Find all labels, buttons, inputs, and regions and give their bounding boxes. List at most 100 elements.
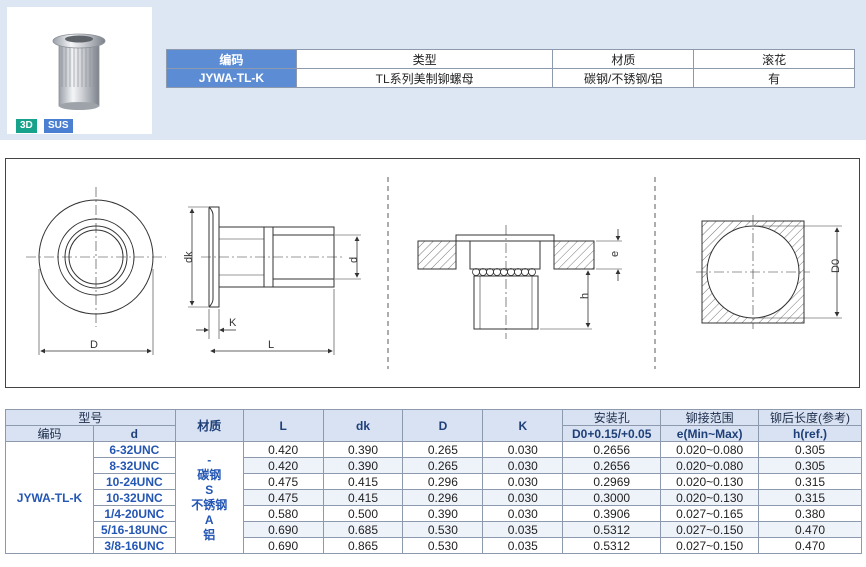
value-cell-d: 0.390 bbox=[402, 505, 484, 522]
header-dk: dk bbox=[322, 409, 404, 442]
label-e: e bbox=[609, 251, 621, 257]
value-cell-k: 0.030 bbox=[482, 505, 564, 522]
value-cell-l: 0.580 bbox=[242, 505, 324, 522]
header-K: K bbox=[482, 409, 564, 442]
value-cell-dk: 0.390 bbox=[322, 457, 404, 474]
info-knurl: 有 bbox=[693, 68, 855, 88]
badge-sus[interactable]: SUS bbox=[44, 119, 73, 133]
header-d: d bbox=[92, 425, 176, 442]
value-cell-l: 0.690 bbox=[242, 537, 324, 554]
value-cell-d0: 0.3906 bbox=[562, 505, 662, 522]
technical-drawing-panel: D dk d bbox=[5, 158, 860, 388]
material-line: 铝 bbox=[203, 527, 216, 542]
value-cell-dk: 0.415 bbox=[322, 473, 404, 490]
value-cell-h: 0.470 bbox=[758, 537, 862, 554]
value-cell-l: 0.420 bbox=[242, 441, 324, 458]
label-D0: D0 bbox=[830, 259, 842, 273]
code-cell: JYWA-TL-K bbox=[5, 441, 94, 554]
label-D: D bbox=[90, 339, 98, 351]
value-cell-dk: 0.415 bbox=[322, 489, 404, 506]
value-cell-k: 0.030 bbox=[482, 473, 564, 490]
rivet-nut-image bbox=[52, 33, 106, 110]
value-cell-e: 0.020~0.080 bbox=[660, 441, 760, 458]
value-cell-h: 0.305 bbox=[758, 457, 862, 474]
thread-size-cell: 5/16-18UNC bbox=[92, 521, 176, 538]
value-cell-e: 0.020~0.130 bbox=[660, 489, 760, 506]
thread-size-cell: 8-32UNC bbox=[92, 457, 176, 474]
mounting-hole-view: D0 bbox=[696, 215, 842, 329]
value-cell-h: 0.470 bbox=[758, 521, 862, 538]
info-header-code: 编码 bbox=[166, 49, 297, 69]
value-cell-l: 0.420 bbox=[242, 457, 324, 474]
value-cell-e: 0.020~0.080 bbox=[660, 457, 760, 474]
value-cell-k: 0.035 bbox=[482, 537, 564, 554]
info-header-type: 类型 bbox=[295, 49, 554, 69]
thread-size-cell: 10-32UNC bbox=[92, 489, 176, 506]
header-L: L bbox=[242, 409, 324, 442]
product-info-table: 编码 类型 材质 滚花 JYWA-TL-K TL系列美制铆螺母 碳钢/不锈钢/铝… bbox=[166, 49, 855, 88]
badge-3d[interactable]: 3D bbox=[16, 119, 37, 133]
info-code: JYWA-TL-K bbox=[166, 68, 297, 88]
value-cell-dk: 0.390 bbox=[322, 441, 404, 458]
value-cell-e: 0.027~0.150 bbox=[660, 521, 760, 538]
value-cell-dk: 0.685 bbox=[322, 521, 404, 538]
info-header-material: 材质 bbox=[552, 49, 695, 69]
value-cell-dk: 0.865 bbox=[322, 537, 404, 554]
value-cell-k: 0.030 bbox=[482, 441, 564, 458]
header-band: 3D SUS 编码 类型 材质 滚花 JYWA-TL-K TL系列美制铆螺母 碳… bbox=[0, 0, 866, 140]
value-cell-d: 0.530 bbox=[402, 537, 484, 554]
material-line: 碳钢 bbox=[197, 467, 222, 482]
value-cell-h: 0.315 bbox=[758, 489, 862, 506]
header-D: D bbox=[402, 409, 484, 442]
header-model: 型号 bbox=[5, 409, 176, 426]
value-cell-l: 0.475 bbox=[242, 473, 324, 490]
value-cell-k: 0.035 bbox=[482, 521, 564, 538]
material-line: 不锈钢 bbox=[191, 497, 228, 512]
thread-size-cell: 1/4-20UNC bbox=[92, 505, 176, 522]
label-dk: dk bbox=[183, 251, 195, 263]
value-cell-l: 0.475 bbox=[242, 489, 324, 506]
header-code: 编码 bbox=[5, 425, 94, 442]
info-material: 碳钢/不锈钢/铝 bbox=[552, 68, 695, 88]
product-image-card: 3D SUS bbox=[7, 7, 152, 134]
value-cell-d: 0.265 bbox=[402, 457, 484, 474]
header-hole-sub: D0+0.15/+0.05 bbox=[562, 425, 662, 442]
value-cell-dk: 0.500 bbox=[322, 505, 404, 522]
value-cell-k: 0.030 bbox=[482, 457, 564, 474]
value-cell-d0: 0.3000 bbox=[562, 489, 662, 506]
material-line: S bbox=[205, 482, 214, 497]
technical-drawing: D dk d bbox=[26, 177, 842, 369]
material-line: A bbox=[204, 512, 214, 527]
label-L: L bbox=[268, 339, 274, 351]
value-cell-h: 0.305 bbox=[758, 441, 862, 458]
label-d: d bbox=[348, 257, 360, 263]
installed-section-view: e h bbox=[417, 225, 622, 339]
value-cell-e: 0.027~0.165 bbox=[660, 505, 760, 522]
header-hole-title: 安装孔 bbox=[562, 409, 662, 426]
value-cell-d0: 0.2969 bbox=[562, 473, 662, 490]
header-material: 材质 bbox=[174, 409, 244, 442]
value-cell-d0: 0.5312 bbox=[562, 537, 662, 554]
header-grip-title: 铆接范围 bbox=[660, 409, 760, 426]
info-type: TL系列美制铆螺母 bbox=[295, 68, 554, 88]
end-view: D bbox=[26, 187, 166, 355]
value-cell-d: 0.296 bbox=[402, 473, 484, 490]
header-grip-sub: e(Min~Max) bbox=[660, 425, 760, 442]
value-cell-e: 0.020~0.130 bbox=[660, 473, 760, 490]
label-K: K bbox=[229, 317, 237, 329]
spec-table: 型号 材质 L dk D K 安装孔 铆接范围 铆后长度(参考) 编码 d D0… bbox=[5, 409, 862, 554]
value-cell-e: 0.027~0.150 bbox=[660, 537, 760, 554]
thread-size-cell: 3/8-16UNC bbox=[92, 537, 176, 554]
material-line: - bbox=[207, 452, 212, 467]
value-cell-l: 0.690 bbox=[242, 521, 324, 538]
thread-size-cell: 6-32UNC bbox=[92, 441, 176, 458]
value-cell-h: 0.380 bbox=[758, 505, 862, 522]
